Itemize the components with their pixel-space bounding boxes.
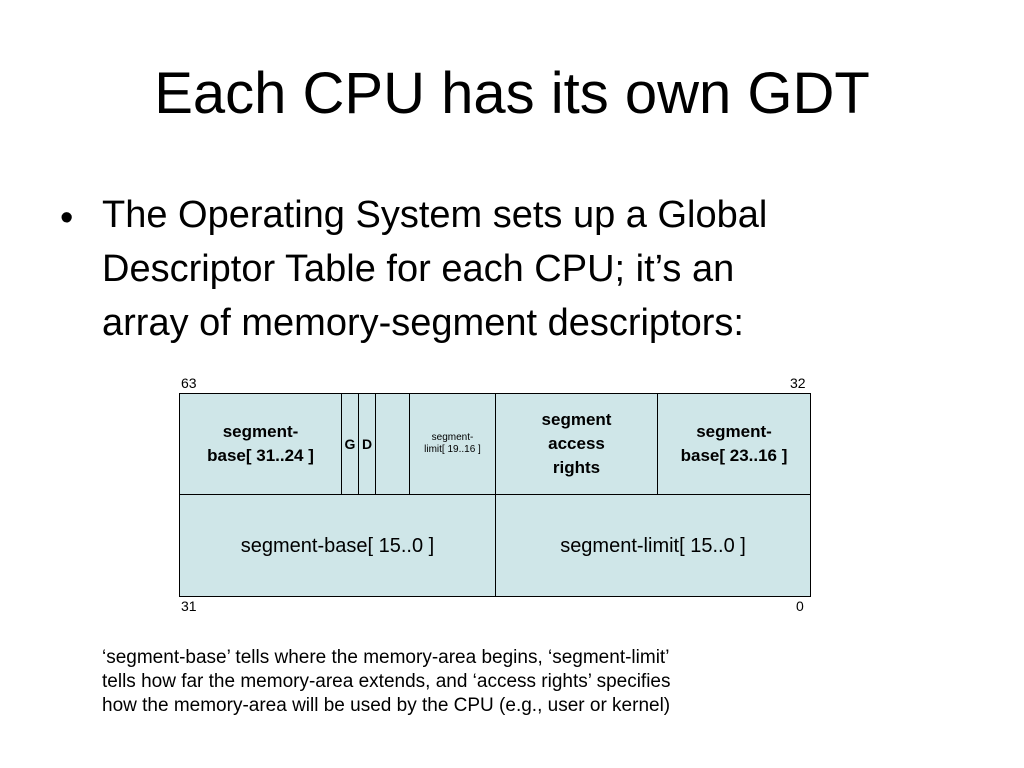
bullet-text: The Operating System sets up a Global De… [102,194,768,344]
field-segment-base-23-16: segment- base[ 23..16 ] [658,394,810,495]
field-d-bit: D [359,394,376,495]
field-segment-access-rights: segment access rights [496,394,658,495]
bit-label-31: 31 [181,598,197,614]
field-segment-base-31-24: segment- base[ 31..24 ] [180,394,342,495]
field-segment-limit-15-0: segment-limit[ 15..0 ] [560,534,746,557]
slide-title: Each CPU has its own GDT [154,61,870,126]
field-segment-base-15-0: segment-base[ 15..0 ] [180,495,496,596]
field-reserved-bits [376,394,410,495]
bullet-marker: • [60,197,74,239]
bit-label-0: 0 [796,598,804,614]
field-segment-limit-19-16: segment- limit[ 19..16 ] [410,394,496,495]
bit-label-32: 32 [790,375,806,391]
bit-label-63: 63 [181,375,197,391]
field-g-bit: G [342,394,359,495]
segment-descriptor-diagram: segment- base[ 31..24 ] G D segment- lim… [179,393,811,597]
explanation-note: ‘segment-base’ tells where the memory-ar… [102,647,671,716]
